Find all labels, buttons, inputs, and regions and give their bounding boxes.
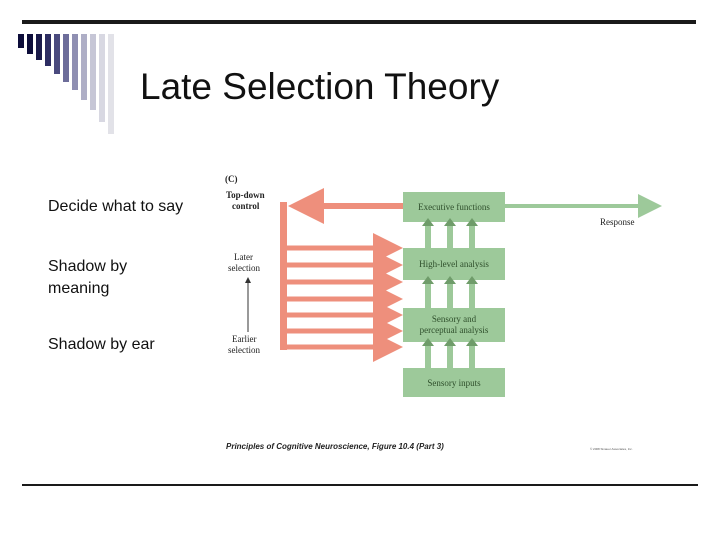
arrowhead	[422, 218, 434, 226]
box-executive-functions	[403, 192, 505, 222]
arrowhead	[444, 276, 456, 284]
later-label-line2: selection	[228, 263, 260, 273]
arrowhead	[466, 218, 478, 226]
box-sensory-perceptual-line1: Sensory and	[432, 314, 477, 324]
figure-caption: Principles of Cognitive Neuroscience, Fi…	[226, 442, 444, 451]
arrowhead	[444, 218, 456, 226]
arrowhead	[466, 276, 478, 284]
panel-label: (C)	[225, 174, 238, 184]
late-selection-diagram: (C) Top-down control Later selection Ear…	[225, 174, 662, 397]
deco-bar	[54, 34, 60, 74]
connector	[447, 222, 453, 248]
response-label: Response	[600, 217, 635, 227]
earlier-label-line2: selection	[228, 345, 260, 355]
connector	[469, 342, 475, 368]
arrowhead	[422, 338, 434, 346]
connector	[447, 342, 453, 368]
connector	[447, 280, 453, 308]
bullet-decide: Decide what to say	[48, 198, 184, 215]
box-sensory-inputs-label: Sensory inputs	[427, 378, 481, 388]
deco-bar	[90, 34, 96, 110]
deco-bar	[45, 34, 51, 66]
deco-bar	[27, 34, 33, 54]
upward-connectors	[425, 222, 475, 368]
copyright-note: © 2008 Sinauer Associates, Inc.	[590, 447, 633, 451]
top-down-trunk	[280, 202, 287, 350]
deco-bar	[99, 34, 105, 122]
connector	[425, 342, 431, 368]
top-down-label-line2: control	[232, 201, 260, 211]
connector	[469, 222, 475, 248]
deco-bar	[72, 34, 78, 90]
slide-title: Late Selection Theory	[140, 66, 500, 107]
deco-bar	[36, 34, 42, 60]
bullet-meaning: Shadow by meaning	[48, 258, 128, 297]
arrowhead	[466, 338, 478, 346]
arrowhead	[422, 276, 434, 284]
box-high-level-label: High-level analysis	[419, 259, 489, 269]
box-sensory-perceptual	[403, 308, 505, 342]
connector	[425, 280, 431, 308]
box-sensory-inputs	[403, 368, 505, 397]
upward-arrowheads	[422, 218, 478, 346]
bullet-ear: Shadow by ear	[48, 336, 155, 353]
deco-bar	[18, 34, 24, 48]
box-sensory-perceptual-line2: perceptual analysis	[420, 325, 489, 335]
deco-bar	[81, 34, 87, 100]
arrowhead	[444, 338, 456, 346]
box-high-level-analysis	[403, 248, 505, 280]
connector	[469, 280, 475, 308]
top-down-label-line1: Top-down	[226, 190, 265, 200]
deco-bar	[108, 34, 114, 134]
connector	[425, 222, 431, 248]
deco-bar	[63, 34, 69, 82]
later-label-line1: Later	[234, 252, 253, 262]
box-executive-label: Executive functions	[418, 202, 490, 212]
earlier-label-line1: Earlier	[232, 334, 256, 344]
bottom-rule	[22, 484, 698, 486]
top-rule	[22, 20, 696, 24]
